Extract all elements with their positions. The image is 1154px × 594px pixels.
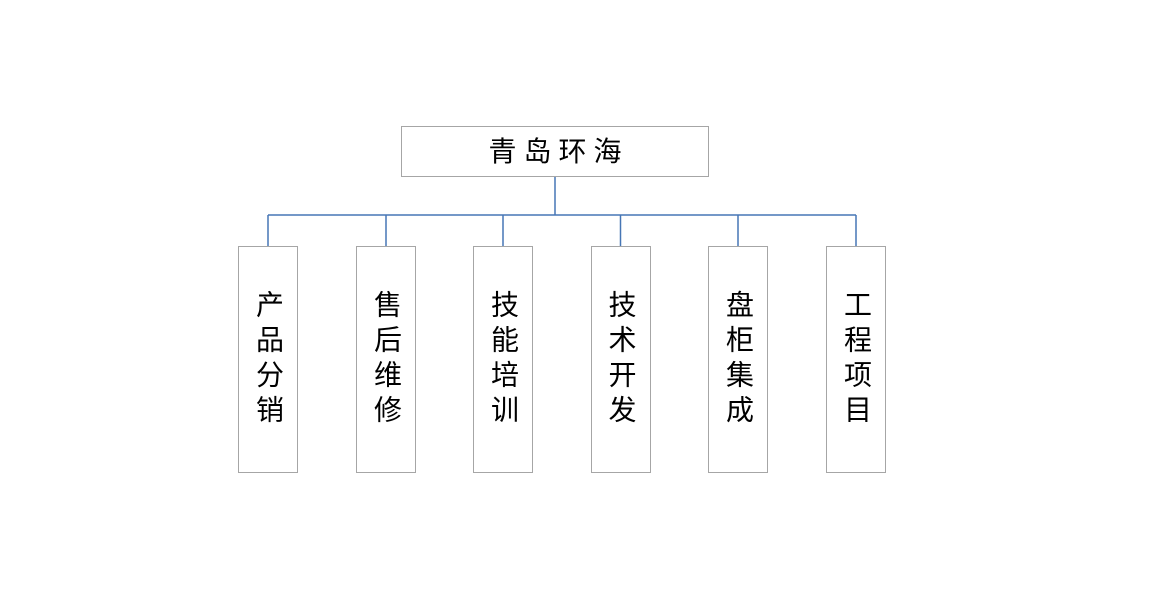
org-node-label: 盘柜集成 <box>722 289 755 430</box>
org-node-label: 工程项目 <box>840 289 873 430</box>
org-node-skills-training: 技能培训 <box>473 246 533 473</box>
org-node-label: 技能培训 <box>487 289 520 430</box>
org-node-product-distribution: 产品分销 <box>238 246 298 473</box>
org-node-label: 产品分销 <box>252 289 285 430</box>
org-node-panel-cabinet-integration: 盘柜集成 <box>708 246 768 473</box>
org-node-label: 技术开发 <box>604 289 638 430</box>
org-node-engineering-projects: 工程项目 <box>826 246 886 473</box>
org-node-technology-development: 技术开发 <box>590 246 651 473</box>
org-node-root: 青岛环海 <box>401 126 709 177</box>
org-node-label: 售后维修 <box>370 289 403 430</box>
org-node-root-label: 青岛环海 <box>488 134 629 168</box>
org-node-aftersales-repair: 售后维修 <box>356 246 416 473</box>
